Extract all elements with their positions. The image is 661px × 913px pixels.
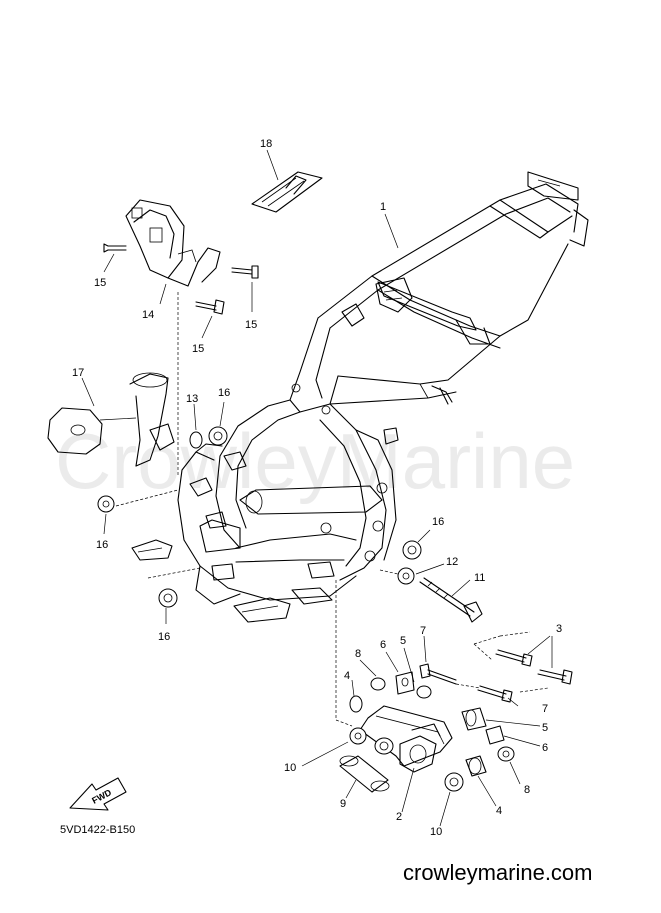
callout-6-a: 6 [380,639,386,651]
callout-5-a: 5 [400,635,406,647]
part-11-12-bolt [379,563,483,623]
callout-15-a: 15 [94,277,106,289]
callout-3: 3 [556,623,562,635]
callout-8-a: 8 [355,648,361,660]
callout-18: 18 [260,138,272,150]
callout-16-a: 16 [218,387,230,399]
callout-4-b: 4 [496,805,502,817]
callout-16-d: 16 [158,631,170,643]
part-18-pad [251,149,323,213]
callout-13: 13 [186,393,198,405]
part-1-frame [131,171,589,623]
callout-5-b: 5 [542,722,548,734]
fwd-arrow-icon: FWD [69,777,127,811]
callout-16-c: 16 [432,516,444,528]
callout-14: 14 [142,309,154,321]
callout-4-a: 4 [344,670,350,682]
callout-16-b: 16 [96,539,108,551]
callout-1: 1 [380,201,386,213]
site-label: crowleymarine.com [403,860,593,885]
fwd-label: FWD [90,787,113,806]
callout-15-b: 15 [245,319,257,331]
callout-9: 9 [340,798,346,810]
part-15-bolts [103,243,259,339]
callout-7-a: 7 [420,625,426,637]
callout-11: 11 [474,572,485,584]
callout-2: 2 [396,811,402,823]
callout-8-b: 8 [524,784,530,796]
part-13-16-dampers [97,401,431,624]
watermark: CrowleyMarine [55,417,575,505]
callout-10-b: 10 [430,826,442,838]
part-17-gasket [47,372,175,467]
callout-15-c: 15 [192,343,204,355]
callout-numbers: 18 1 15 14 15 15 17 13 16 16 16 12 11 16… [72,138,562,838]
part-14-bracket [125,199,221,476]
callout-7-b: 7 [542,703,548,715]
callout-10-a: 10 [284,762,296,774]
callout-17: 17 [72,367,84,379]
callout-6-b: 6 [542,742,548,754]
callout-12: 12 [446,556,458,568]
part-link-assembly [301,580,573,827]
diagram-code: 5VD1422-B150 [60,824,135,836]
